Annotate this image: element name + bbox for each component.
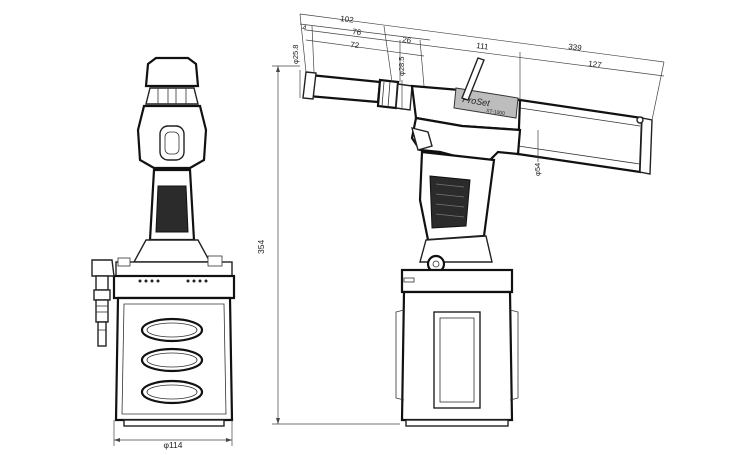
front-oval-window-1 [140,317,204,343]
side-cylinder-cap [639,117,653,175]
brand-subtext: XT-1000 [486,108,506,117]
front-base-foot [123,419,225,427]
label-cylinder-diameter: φ54 [533,163,542,176]
front-oval-window-3 [140,379,204,405]
front-indicator-dots [138,279,208,283]
label-nose-inner: 72 [350,40,361,50]
side-view: ProSet XT-1000 [302,57,653,427]
label-front-offset: 4 [302,23,307,32]
label-collar: 26 [402,35,413,45]
label-nose-diameter: φ25.8 [291,45,300,64]
side-base-window [433,311,481,409]
side-base-foot [405,419,509,427]
label-collar-diameter: φ28.5 [397,57,406,76]
front-air-fitting [91,259,115,347]
front-grip-flare [132,239,212,263]
label-rear-cylinder: 127 [588,59,603,70]
label-front-to-trigger: 102 [340,14,355,25]
front-collar [145,87,199,105]
front-oval-window-2 [140,347,204,373]
front-trigger-window [159,125,185,161]
label-total-height: 354 [256,240,266,254]
front-view: φ114 [91,56,236,450]
side-base-band [400,268,514,294]
dimension-annotations: 354 102 339 4 76 72 26 111 127 φ25.8 φ28… [256,13,665,425]
front-grip-pad [155,185,189,233]
dim-base-diameter: φ114 [113,420,233,450]
label-base-diameter: φ114 [163,440,182,450]
side-nose-tip [302,71,317,100]
side-hanger-hook [461,57,485,101]
front-head-frame [144,56,200,88]
label-nose-length: 76 [352,27,363,37]
label-overall-length: 339 [568,42,583,53]
side-nose-tube [306,73,382,104]
label-mid-section: 111 [476,41,490,52]
side-grip-pad [429,175,471,229]
front-base-band [112,274,236,300]
side-trigger [411,127,433,151]
